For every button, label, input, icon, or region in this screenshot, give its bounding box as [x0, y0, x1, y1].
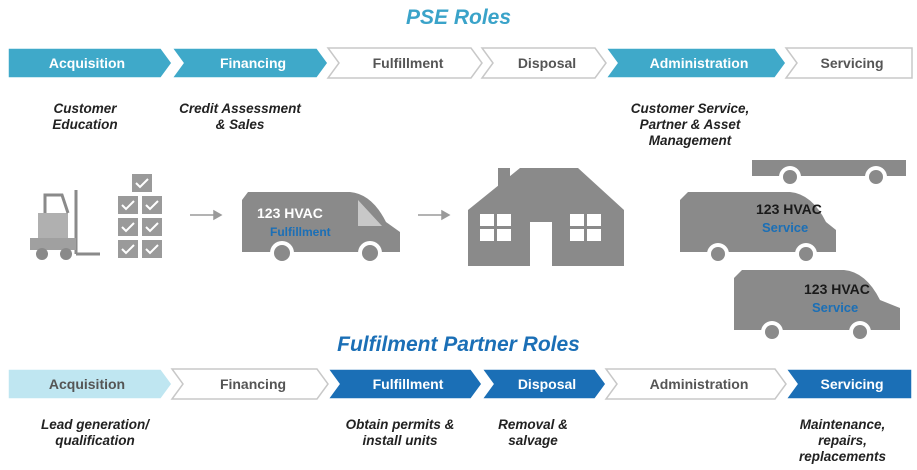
- pse-stage-fulfillment: Fulfillment: [326, 47, 483, 79]
- caption-line: Removal &: [498, 417, 568, 432]
- pse-stage-servicing: Servicing: [784, 47, 913, 79]
- partner-stage-acquisition: Acquisition: [7, 368, 173, 400]
- caption-line: Partner & Asset: [639, 117, 741, 132]
- flow-arrow-icon: [190, 209, 223, 221]
- pse-stage-financing: Financing: [170, 47, 329, 79]
- caption-line: Obtain permits &: [345, 417, 455, 432]
- van-label: Service: [812, 300, 858, 315]
- pse-stage-disposal: Disposal: [480, 47, 607, 79]
- stage-label: Fulfillment: [373, 376, 444, 392]
- chevron-shape: [7, 368, 173, 400]
- chevron-shape: [480, 368, 607, 400]
- caption-line: Education: [52, 117, 118, 132]
- pse-stage-administration: Administration: [604, 47, 787, 79]
- fulfillment-van-icon: 123 HVAC Fulfillment: [242, 192, 400, 265]
- stage-label: Fulfillment: [373, 55, 444, 71]
- house-icon: [468, 168, 624, 266]
- stage-label: Administration: [650, 55, 749, 71]
- van-label: 123 HVAC: [257, 205, 323, 221]
- chevron-shape: [170, 47, 329, 79]
- partner-stage-servicing: Servicing: [784, 368, 913, 400]
- chevron-shape: [170, 368, 329, 400]
- chevron-shape: [604, 47, 787, 79]
- caption-line: salvage: [508, 433, 558, 448]
- process-illustration: 123 HVAC Fulfillment 123 HVAC Service 12…: [30, 160, 906, 340]
- stage-label: Financing: [220, 376, 286, 392]
- caption-line: Management: [648, 133, 732, 148]
- stage-label: Financing: [220, 55, 286, 71]
- caption-line: Customer Service,: [630, 101, 750, 116]
- pse-roles-chevron-bar: Acquisition Financing Fulfillment Disposal A…: [7, 47, 913, 79]
- chevron-shape: [326, 47, 483, 79]
- caption-line: replacements: [798, 449, 887, 464]
- caption-line: & Sales: [215, 117, 265, 132]
- pse-caption-acquisition: Customer Education: [20, 101, 150, 133]
- forklift-icon: [30, 190, 100, 260]
- pse-stage-acquisition: Acquisition: [7, 47, 173, 79]
- service-van-icon: 123 HVAC Service: [734, 270, 900, 340]
- chevron-shape: [784, 47, 913, 79]
- flow-arrow-icon: [418, 209, 451, 221]
- stage-label: Administration: [650, 376, 749, 392]
- stage-label: Disposal: [518, 55, 576, 71]
- chevron-shape: [784, 368, 913, 400]
- van-label: 123 HVAC: [804, 281, 870, 297]
- chevron-shape: [326, 368, 483, 400]
- partner-stage-disposal: Disposal: [480, 368, 607, 400]
- van-label: Service: [762, 220, 808, 235]
- partner-caption-fulfillment: Obtain permits & install units: [325, 417, 475, 449]
- service-van-icon: 123 HVAC Service: [680, 192, 836, 265]
- caption-line: Lead generation/: [40, 417, 150, 432]
- fulfilment-partner-roles-title: Fulfilment Partner Roles: [337, 333, 580, 356]
- stage-label: Servicing: [820, 55, 883, 71]
- partner-caption-servicing: Maintenance, repairs, replacements: [775, 417, 910, 465]
- stage-label: Disposal: [518, 376, 576, 392]
- stage-label: Acquisition: [49, 55, 125, 71]
- caption-line: Customer: [53, 101, 117, 116]
- caption-line: qualification: [55, 433, 135, 448]
- partner-stage-financing: Financing: [170, 368, 329, 400]
- stage-label: Acquisition: [49, 376, 125, 392]
- caption-line: install units: [362, 433, 438, 448]
- service-van-icon: 123 HVAC Service: [752, 160, 906, 188]
- van-label: Fulfillment: [270, 225, 331, 239]
- chevron-shape: [7, 47, 173, 79]
- inventory-boxes-icon: [118, 174, 162, 258]
- partner-stage-administration: Administration: [604, 368, 787, 400]
- partner-roles-chevron-bar: Acquisition Financing Fulfillment Disposal A…: [7, 368, 913, 400]
- caption-line: Credit Assessment: [179, 101, 301, 116]
- chevron-shape: [480, 47, 607, 79]
- pse-caption-financing: Credit Assessment & Sales: [160, 101, 320, 133]
- partner-caption-acquisition: Lead generation/ qualification: [20, 417, 170, 449]
- pse-roles-title: PSE Roles: [405, 6, 512, 29]
- van-label: 123 HVAC: [756, 201, 822, 217]
- partner-caption-disposal: Removal & salvage: [478, 417, 588, 449]
- caption-line: repairs,: [818, 433, 867, 448]
- chevron-shape: [604, 368, 787, 400]
- partner-stage-fulfillment: Fulfillment: [326, 368, 483, 400]
- pse-caption-administration: Customer Service, Partner & Asset Manage…: [605, 101, 775, 149]
- caption-line: Maintenance,: [799, 417, 886, 432]
- stage-label: Servicing: [820, 376, 883, 392]
